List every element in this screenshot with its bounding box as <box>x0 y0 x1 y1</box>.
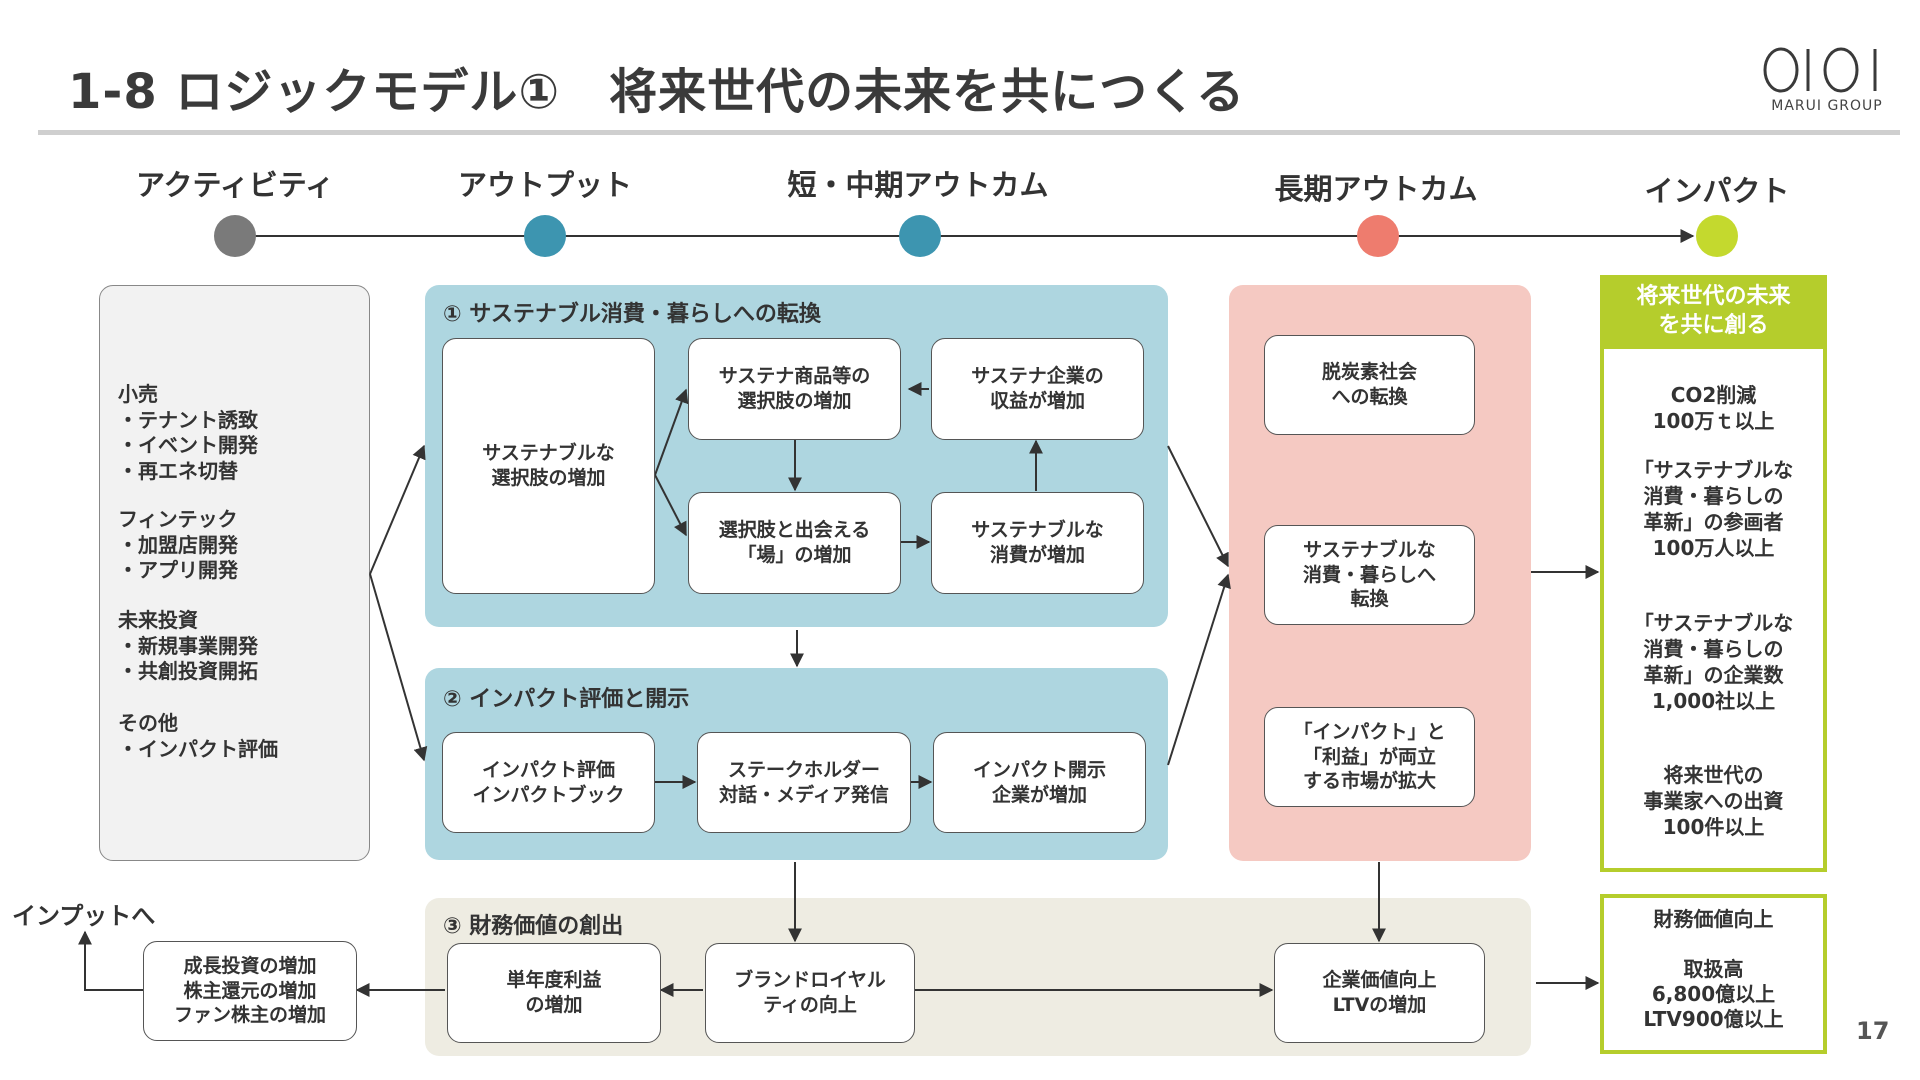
section3-title: ③ 財務価値の創出 <box>443 914 624 939</box>
box-stakeholder: ステークホルダー 対話・メディア発信 <box>697 732 911 833</box>
impact-financial: 財務価値向上 取扱高 6,800億以上 LTV900億以上 <box>1643 907 1784 1031</box>
dot-impact <box>1696 215 1738 257</box>
marui-logo-icon <box>1763 47 1877 93</box>
phase-short-outcome: 短・中期アウトカム <box>787 168 1049 202</box>
box-brand-loyalty: ブランドロイヤル ティの向上 <box>705 943 915 1043</box>
title-divider <box>38 130 1900 135</box>
input-label: インプットへ <box>12 902 156 930</box>
phase-output: アウトプット <box>457 168 633 202</box>
timeline-dots <box>214 215 1738 257</box>
dot-long-outcome <box>1357 215 1399 257</box>
impact-panel <box>1600 275 1827 872</box>
box-profit: 単年度利益 の増加 <box>447 943 661 1043</box>
activity-fintech: フィンテック ・加盟店開発 ・アプリ開発 <box>118 507 238 583</box>
impact-co2: CO2削減 100万ｔ以上 <box>1652 383 1775 433</box>
box-meeting-place: 選択肢と出会える 「場」の増加 <box>688 492 901 594</box>
box-impact-book: インパクト評価 インパクトブック <box>442 732 655 833</box>
activity-retail: 小売 ・テナント誘致 ・イベント開発 ・再エネ切替 <box>118 382 258 483</box>
box-sustainable-choices: サステナブルな 選択肢の増加 <box>442 338 655 594</box>
box-decarbon: 脱炭素社会 への転換 <box>1264 335 1475 435</box>
impact-header: 将来世代の未来 を共に創る <box>1600 275 1827 349</box>
financial-impact-panel <box>1600 894 1827 1054</box>
box-sustainable-consumption: サステナブルな 消費が増加 <box>931 492 1144 594</box>
phase-activity: アクティビティ <box>135 168 335 202</box>
phase-long-outcome: 長期アウトカム <box>1274 172 1478 206</box>
activity-other: その他 ・インパクト評価 <box>118 711 278 761</box>
box-disclosure: インパクト開示 企業が増加 <box>933 732 1146 833</box>
impact-companies: 「サステナブルな 消費・暮らしの 革新」の企業数 1,000社以上 <box>1633 611 1794 713</box>
activity-future-investment: 未来投資 ・新規事業開発 ・共創投資開拓 <box>118 608 258 684</box>
impact-participants: 「サステナブルな 消費・暮らしの 革新」の参画者 100万人以上 <box>1633 458 1794 560</box>
section1-title: ① サステナブル消費・暮らしへの転換 <box>443 302 821 327</box>
flow-arrows <box>78 382 1600 997</box>
box-product-choices: サステナ商品等の 選択肢の増加 <box>688 338 901 440</box>
page-title: 1-8 ロジックモデル① 将来世代の未来を共につくる <box>68 64 1246 120</box>
box-corp-profit: サステナ企業の 収益が増加 <box>931 338 1144 440</box>
dot-activity <box>214 215 256 257</box>
box-market-expansion: 「インパクト」と 「利益」が両立 する市場が拡大 <box>1264 707 1475 807</box>
page-number: 17 <box>1856 1017 1890 1045</box>
section2-title: ② インパクト評価と開示 <box>443 687 690 712</box>
logo-text: MARUI GROUP <box>1771 98 1883 114</box>
box-shareholder-returns: 成長投資の増加 株主還元の増加 ファン株主の増加 <box>143 941 357 1041</box>
dot-output <box>524 215 566 257</box>
activity-panel <box>99 285 370 861</box>
box-lifestyle-shift: サステナブルな 消費・暮らしへ 転換 <box>1264 525 1475 625</box>
dot-short-outcome <box>899 215 941 257</box>
impact-investments: 将来世代の 事業家への出資 100件以上 <box>1643 763 1784 839</box>
box-corp-value: 企業価値向上 LTVの増加 <box>1274 943 1485 1043</box>
phase-impact: インパクト <box>1644 174 1790 208</box>
